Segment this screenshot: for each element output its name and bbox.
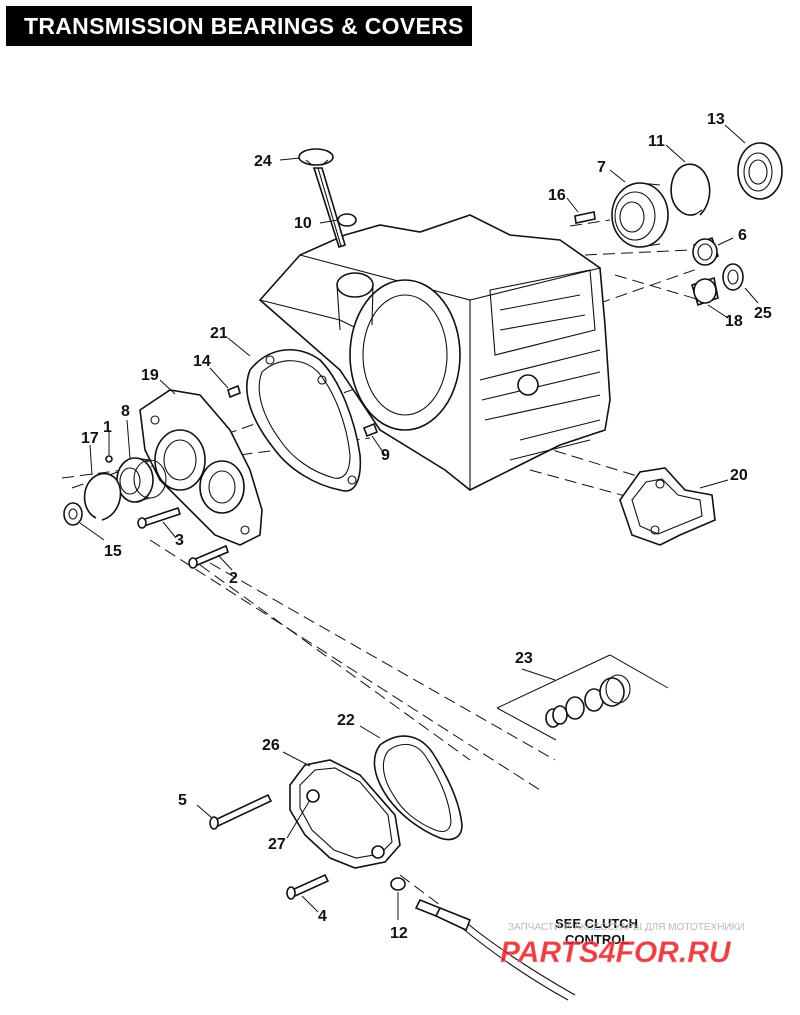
part-7-bearing xyxy=(611,182,669,248)
part-18-bushing xyxy=(691,276,719,307)
callout-22: 22 xyxy=(337,712,355,729)
part-14-dowel xyxy=(227,384,241,399)
callout-9: 9 xyxy=(381,447,390,464)
part-5-long-bolt xyxy=(209,793,273,830)
watermark-brand: PARTS4FOR.RU xyxy=(500,936,732,969)
transmission-housing xyxy=(258,214,611,491)
part-4-bolt xyxy=(286,873,330,900)
callout-labels: 24 10 16 7 11 13 6 25 18 21 14 19 8 1 17… xyxy=(81,111,772,942)
see-clutch-control-note: SEE CLUTCH CONTROL xyxy=(555,916,638,947)
watermark: ЗАПЧАСТИ И АКСЕССУАРЫ ДЛЯ МОТОТЕХНИКИ PA… xyxy=(500,922,745,969)
callout-17: 17 xyxy=(81,430,99,447)
part-23-spring-assembly xyxy=(496,654,669,741)
callout-18: 18 xyxy=(725,313,743,330)
callout-19: 19 xyxy=(141,367,159,384)
clutch-cable xyxy=(414,898,576,1001)
diagram-title: TRANSMISSION BEARINGS & COVERS xyxy=(6,6,472,46)
callout-7: 7 xyxy=(597,159,606,176)
part-26-side-cover xyxy=(289,759,401,869)
part-1-pin xyxy=(105,455,113,463)
callout-25: 25 xyxy=(754,305,772,322)
callout-1: 1 xyxy=(103,419,112,436)
part-22-gasket xyxy=(373,735,463,841)
part-19-bearing-housing xyxy=(139,389,263,546)
part-12-o-ring xyxy=(390,877,406,891)
part-15-seal xyxy=(63,502,83,526)
callout-23: 23 xyxy=(515,650,533,667)
part-6-needle-bearing xyxy=(692,236,719,266)
watermark-tagline: ЗАПЧАСТИ И АКСЕССУАРЫ ДЛЯ МОТОТЕХНИКИ xyxy=(508,922,745,933)
note-line-1: SEE CLUTCH xyxy=(555,916,638,931)
part-17-snap-ring xyxy=(83,472,122,521)
part-3-bolt xyxy=(137,506,182,529)
callout-16: 16 xyxy=(548,187,566,204)
callout-15: 15 xyxy=(104,543,122,560)
part-10-o-ring xyxy=(337,213,357,227)
part-24-vent xyxy=(298,148,346,249)
part-25-seal xyxy=(722,263,744,291)
part-21-gasket xyxy=(246,349,362,492)
callout-27: 27 xyxy=(268,836,286,853)
callout-5: 5 xyxy=(178,792,187,809)
part-8-bearing xyxy=(116,457,167,503)
callout-14: 14 xyxy=(193,353,211,370)
callout-4: 4 xyxy=(318,908,327,925)
callout-21: 21 xyxy=(210,325,228,342)
callout-8: 8 xyxy=(121,403,130,420)
note-line-2: CONTROL xyxy=(565,932,629,947)
callout-13: 13 xyxy=(707,111,725,128)
part-13-seal xyxy=(737,142,783,200)
callout-10: 10 xyxy=(294,215,312,232)
part-2-bolt xyxy=(188,544,229,569)
part-16-dowel xyxy=(574,211,596,224)
callout-26: 26 xyxy=(262,737,280,754)
callout-11: 11 xyxy=(648,133,665,150)
callout-12: 12 xyxy=(390,925,408,942)
callout-20: 20 xyxy=(730,467,748,484)
callout-6: 6 xyxy=(738,227,747,244)
callout-3: 3 xyxy=(175,532,184,549)
part-11-retaining-ring xyxy=(670,163,711,216)
part-20-gasket xyxy=(619,467,716,546)
callout-2: 2 xyxy=(229,570,238,587)
leader-lines xyxy=(79,124,759,920)
callout-24: 24 xyxy=(254,153,272,170)
part-9-dowel xyxy=(362,422,379,438)
